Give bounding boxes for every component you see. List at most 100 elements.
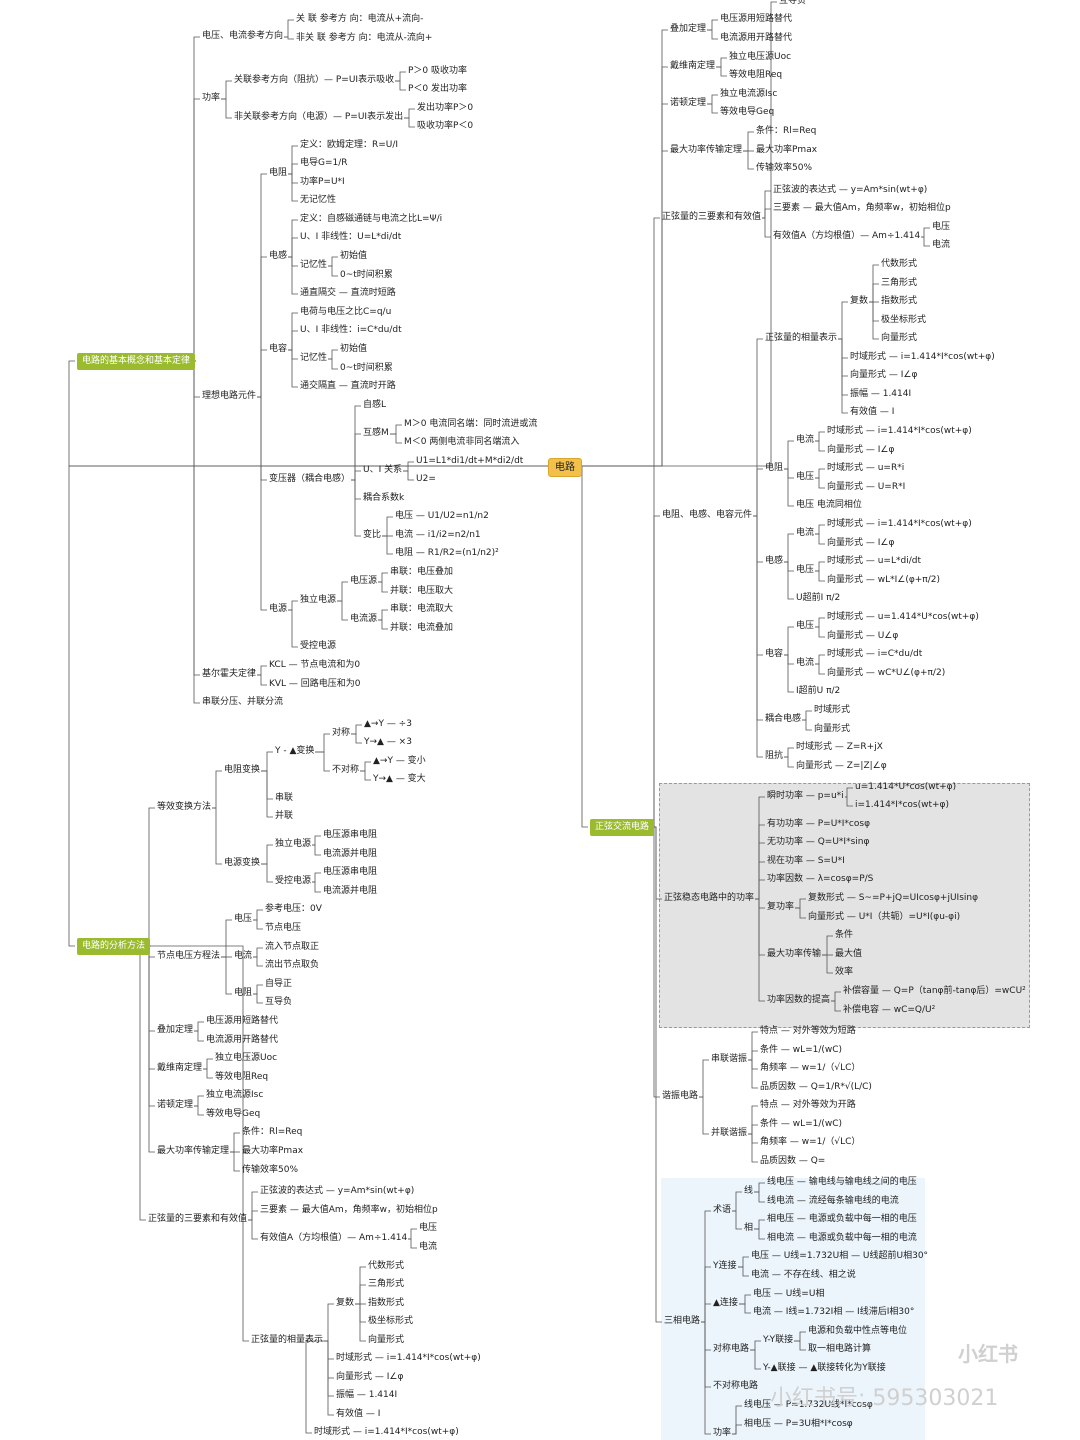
connector-line [148, 945, 155, 1070]
connector-line [193, 98, 200, 362]
connector-line [869, 283, 879, 303]
connector-line [583, 150, 668, 467]
connector-line [583, 66, 668, 467]
connector-line [815, 570, 825, 582]
connector-line [653, 826, 660, 1098]
connector-line [753, 515, 763, 758]
topic-node: 时域形式 — i=1.414*I*cos(wt+φ) [827, 426, 972, 436]
connector-line [755, 861, 765, 900]
topic-node: 独立电压源Uoc [729, 52, 792, 62]
topic-node: 互感M [363, 428, 389, 438]
connector-line [403, 461, 414, 472]
topic-node: 向量形式 — wL*I∠(φ+π/2) [827, 575, 940, 585]
connector-line [351, 405, 361, 481]
connector-line [743, 150, 754, 170]
topic-node: KVL — 回路电压和为0 [269, 679, 361, 689]
connector-line [194, 1021, 204, 1032]
topic-node: 电压 — U1/U2=n1/n2 [395, 511, 489, 521]
topic-node: 电流 [796, 435, 815, 445]
topic-node: 互导负 [265, 997, 293, 1007]
topic-node: 电压源用短路替代 [720, 14, 793, 24]
topic-node: 传输效率50% [756, 163, 813, 173]
connector-line [193, 360, 200, 676]
connector-line [148, 807, 155, 947]
topic-node: 有功功率 — P=U*I*cosφ [767, 819, 871, 829]
connector-line [707, 19, 718, 31]
connector-line [754, 1219, 765, 1230]
connector-line [784, 654, 794, 693]
connector-line [288, 145, 298, 175]
connector-line [257, 173, 267, 398]
topic-node: 线电流 — 流经每条输电线的电流 [767, 1196, 899, 1206]
connector-line [257, 674, 267, 686]
connector-line [328, 256, 338, 267]
connector-line [288, 600, 298, 611]
connector-line [739, 1294, 751, 1305]
connector-line [257, 665, 267, 676]
topic-node: 叠加定理 [157, 1025, 194, 1035]
connector-line [288, 237, 298, 258]
topic-node: 电压 [419, 1223, 438, 1233]
connector-line [324, 1303, 334, 1342]
topic-node: 功率 [202, 93, 221, 103]
topic-node: 戴维南定理 [157, 1063, 203, 1073]
connector-line [355, 1303, 366, 1342]
topic-node: 术语 [713, 1205, 732, 1215]
connector-line [716, 66, 727, 77]
topic-node: 节点电压 [265, 923, 302, 933]
connector-line [284, 36, 294, 40]
topic-node: 线电压 — 输电线与输电线之间的电压 [767, 1177, 917, 1187]
topic-node: 电流源并电阻 [323, 886, 378, 896]
topic-node: 向量形式 — Z=|Z|∠φ [796, 761, 887, 771]
topic-node: 复数形式 — S~=P+jQ=UIcosφ+jUIsinφ [808, 893, 979, 903]
topic-node: 瞬时功率 — p=u*i [767, 791, 844, 801]
topic-node: 电压、电流参考方向 [202, 31, 284, 41]
connector-line [221, 80, 232, 100]
connector-line [699, 1096, 709, 1135]
topic-node: 耦合电感 [765, 714, 802, 724]
topic-node: 正弦波的表达式 — y=Am*sin(wt+φ) [260, 1186, 415, 1196]
topic-node: 相电压 — P=3U相*I*cosφ [744, 1419, 853, 1429]
connector-line [753, 515, 763, 656]
topic-node: U2= [416, 474, 436, 484]
topic-node: 最大功率传输定理 [670, 145, 743, 155]
topic-node: Y→▲ — ×3 [364, 737, 412, 747]
connector-line [288, 609, 298, 648]
topic-node: 功率P=U*I [300, 177, 345, 187]
topic-node: 独立电源 [275, 839, 312, 849]
topic-node: 电流 [234, 951, 253, 961]
connector-line [701, 1210, 711, 1323]
topic-node: 参考电压：0V [265, 904, 322, 914]
connector-line [755, 842, 765, 900]
connector-line [802, 710, 812, 721]
connector-line [732, 1424, 742, 1435]
topic-node: 三角形式 [881, 278, 918, 288]
topic-node: 相电流 — 电源或负载中每一相的电流 [767, 1233, 917, 1243]
connector-line [815, 468, 825, 479]
connector-line [253, 919, 263, 930]
connector-line [382, 535, 393, 555]
connector-line [838, 338, 848, 377]
topic-node: 电流 — i1/i2=n2/n1 [395, 530, 481, 540]
connector-line [921, 227, 930, 238]
connector-line [815, 626, 825, 638]
connector-line [655, 826, 662, 1323]
topic-node: 并联谐振 [711, 1128, 748, 1138]
topic-node: 独立电流源Isc [720, 89, 778, 99]
connector-line [738, 1256, 749, 1268]
connector-line [315, 751, 330, 772]
connector-line [815, 440, 825, 452]
connector-line [404, 117, 415, 128]
power-section-highlight [659, 783, 1030, 1028]
topic-node: i=1.414*I*cos(wt+φ) [855, 800, 949, 810]
topic-node: 受控电源 [300, 641, 337, 651]
connector-line [701, 1321, 711, 1351]
topic-node: 时域形式 — Z=R+jX [796, 742, 883, 752]
topic-node: ▲→Y — 变小 [373, 756, 426, 766]
topic-node: 向量形式 — I∠φ [336, 1372, 404, 1382]
topic-node: 相 [744, 1223, 754, 1233]
topic-node: 谐振电路 [662, 1091, 699, 1101]
connector-line [261, 863, 273, 883]
connector-line [653, 515, 660, 828]
